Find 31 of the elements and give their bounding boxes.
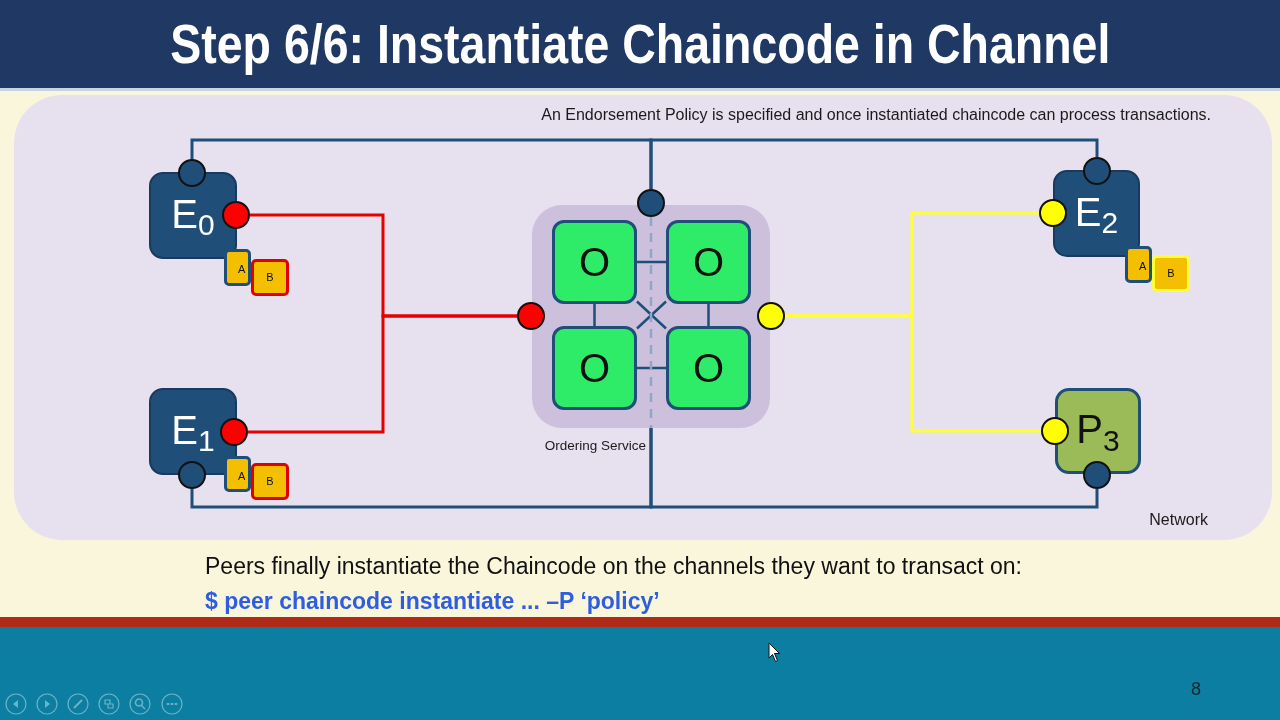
body-text: Peers finally instantiate the Chaincode on the channels they want to transact on: — [205, 552, 1022, 581]
chaincode-tile: A — [1125, 246, 1152, 283]
connector-line — [649, 428, 1099, 509]
peer-box: E$_{0}$ — [149, 172, 237, 259]
chaincode-tile: A — [224, 456, 251, 492]
chaincode-tile: A — [224, 249, 251, 286]
connector-line — [593, 304, 596, 326]
connector-line — [637, 366, 666, 370]
connector-line — [635, 300, 668, 330]
service-label: Ordering Service — [544, 437, 646, 455]
orderer-box: O — [666, 326, 751, 410]
connector-line — [637, 260, 666, 264]
connector-line — [785, 314, 1041, 433]
peer-box: E$_{1}$ — [149, 388, 237, 475]
connector-line — [707, 304, 710, 326]
connector-line — [248, 314, 517, 434]
page-number: 8 — [1191, 678, 1201, 701]
peer-box: P$_{3}$ — [1055, 388, 1141, 474]
peer-box: E$_{2}$ — [1053, 170, 1140, 257]
command-text: $ peer chaincode instantiate ... –P ‘policy’ — [205, 587, 660, 616]
chaincode-tile: B — [1152, 255, 1190, 292]
chaincode-tile: B — [251, 463, 289, 500]
orderer-box: O — [552, 326, 637, 410]
orderer-box: O — [666, 220, 751, 304]
dashed-line — [649, 217, 653, 428]
network-panel — [14, 95, 1272, 540]
orderer-box: O — [552, 220, 637, 304]
chaincode-tile: B — [251, 259, 289, 296]
note-text: An Endorsement Policy is specified and once instantiated chaincode can process transactions. — [541, 105, 1211, 125]
connector-line — [649, 138, 1099, 189]
panel-label: Network — [1149, 510, 1208, 530]
